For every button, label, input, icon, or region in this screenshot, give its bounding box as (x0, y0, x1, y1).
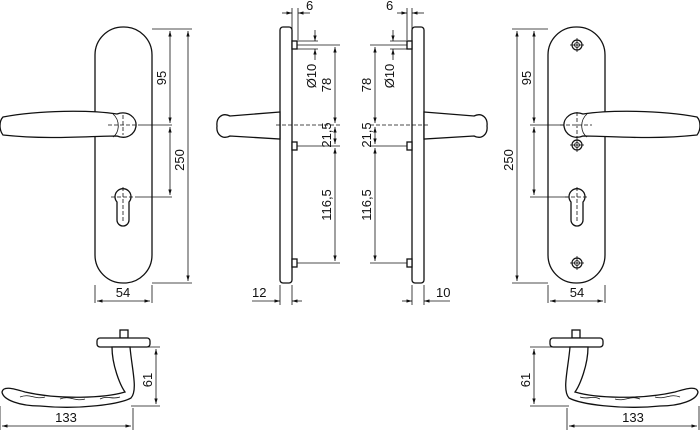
top-view-right: 61 133 (518, 329, 700, 430)
pin-top (291, 40, 298, 50)
backplate (547, 26, 606, 284)
dim-6-left: 6 (306, 0, 313, 13)
dim-21-5-left: 21,5 (319, 122, 334, 147)
dim-6-right: 6 (386, 0, 393, 13)
dim-54-left: 54 (116, 285, 130, 300)
lever-handle (0, 110, 137, 139)
pin-mid (291, 141, 298, 151)
plate-side (279, 26, 293, 284)
dim-54-right: 54 (570, 285, 584, 300)
rose (549, 337, 604, 348)
plate-side (411, 26, 425, 284)
front-view-left: 95 250 54 (0, 26, 192, 303)
pin-bottom (406, 258, 413, 268)
dim-diameter-right: Ø10 (382, 64, 397, 89)
dim-78-right: 78 (359, 78, 374, 92)
dim-12: 12 (252, 285, 266, 300)
rose (96, 337, 151, 348)
dim-133-right: 133 (622, 410, 644, 425)
screw-icon (570, 256, 584, 270)
side-view-right: Ø10 78 21,5 116,5 6 10 (359, 0, 488, 305)
lever-side (423, 111, 488, 140)
top-view-left: 61 133 (0, 329, 160, 430)
dim-61-left: 61 (140, 373, 155, 387)
screw-icon (570, 38, 584, 52)
dim-250-left: 250 (172, 149, 187, 171)
lever-top (565, 346, 699, 408)
pin-top (406, 40, 413, 50)
dim-diameter-left: Ø10 (304, 64, 319, 89)
front-view-right: 95 250 54 (501, 26, 700, 303)
lever-handle (563, 110, 700, 139)
dim-78-left: 78 (319, 78, 334, 92)
dim-116-5-right: 116,5 (359, 189, 374, 221)
backplate (94, 26, 153, 284)
pin-mid (406, 141, 413, 151)
dim-95-left: 95 (154, 71, 169, 85)
spindle (571, 329, 581, 339)
dim-95-right: 95 (519, 71, 534, 85)
lever-side (216, 111, 281, 140)
spindle (119, 329, 129, 339)
side-view-left: Ø10 78 21,5 116,5 6 12 (216, 0, 340, 305)
dim-116-5-left: 116,5 (319, 189, 334, 221)
dim-61-right: 61 (518, 373, 533, 387)
dim-133-left: 133 (55, 410, 77, 425)
dim-10: 10 (436, 285, 450, 300)
screw-icon (570, 138, 584, 152)
dim-250-right: 250 (501, 149, 516, 171)
lever-top (1, 346, 135, 408)
pin-bottom (291, 258, 298, 268)
dim-21-5-right: 21,5 (359, 122, 374, 147)
